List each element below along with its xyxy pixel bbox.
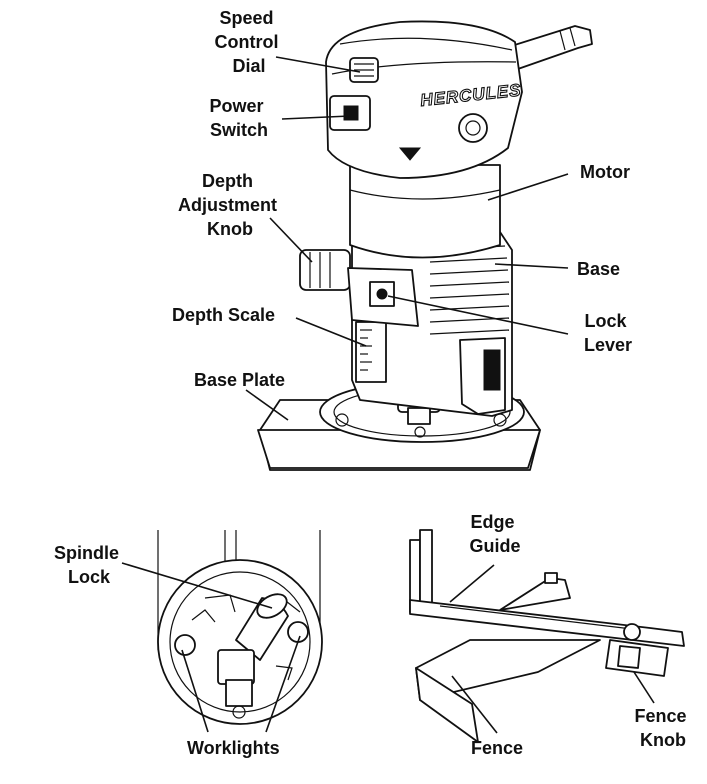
- depth-adjustment-knob-label: Depth Adjustment Knob: [178, 171, 282, 239]
- base-plate-leader: [245, 389, 289, 421]
- fence-label: Fence: [471, 738, 523, 758]
- base-plate-label: Base Plate: [194, 370, 285, 390]
- speed-control-dial-leader: [275, 56, 361, 73]
- speed-control-dial-label: Speed Control Dial: [215, 8, 284, 76]
- edge-guide-leader: [449, 564, 495, 603]
- leader-lines-bottom-left: [121, 562, 301, 733]
- leader-lines-bottom-right: [449, 564, 655, 734]
- edge-guide-label: Edge Guide: [469, 512, 520, 556]
- worklight-right-leader: [265, 635, 301, 733]
- edge-guide-illustration: [409, 529, 685, 743]
- depth-scale-leader: [295, 317, 367, 347]
- lock-lever-leader: [387, 295, 569, 335]
- power-switch-label: Power Switch: [209, 96, 268, 140]
- fence-leader: [451, 675, 498, 734]
- labels-bottom-right: Edge Guide Fence Fence Knob: [469, 512, 691, 758]
- power-switch-leader: [281, 115, 351, 120]
- router-illustration: HERCULES: [257, 20, 593, 471]
- leader-lines-top: [245, 56, 569, 421]
- worklight-left-leader: [181, 649, 209, 733]
- spindle-lock-label: Spindle Lock: [54, 543, 124, 587]
- lock-lever-label: Lock Lever: [584, 311, 632, 355]
- spindle-illustration: [157, 530, 323, 725]
- labels-bottom-left: Spindle Lock Worklights: [54, 543, 280, 758]
- base-leader: [494, 263, 569, 269]
- fence-knob-label: Fence Knob: [634, 706, 691, 750]
- depth-adjustment-knob-leader: [269, 217, 313, 263]
- depth-scale-label: Depth Scale: [172, 305, 275, 325]
- base-label: Base: [577, 259, 620, 279]
- spindle-lock-leader: [121, 562, 273, 609]
- fence-knob-leader: [633, 671, 655, 704]
- labels-top: Speed Control Dial Power Switch Motor De…: [172, 8, 632, 390]
- worklights-label: Worklights: [187, 738, 280, 758]
- motor-leader: [487, 173, 569, 201]
- motor-label: Motor: [580, 162, 630, 182]
